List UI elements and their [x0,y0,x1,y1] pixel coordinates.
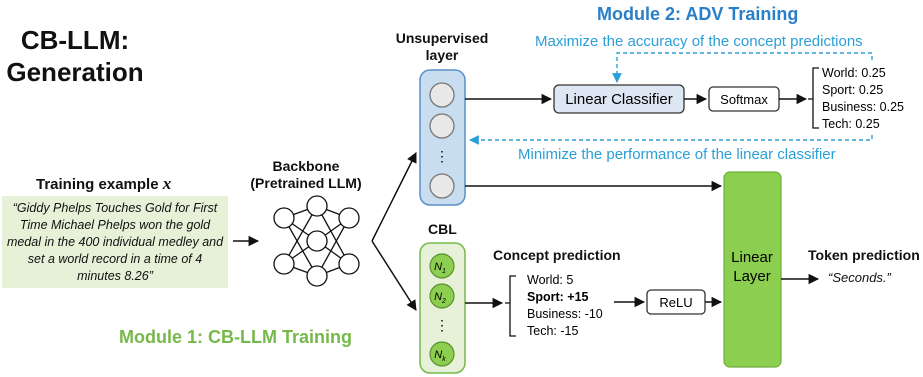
backbone-node [306,195,328,217]
backbone-label-line-1: Backbone [272,158,340,174]
output-item: World: 0.25 [822,66,886,80]
training-example-text: Training example [36,176,159,193]
cbl-neuron-label: N1 [434,261,446,275]
output-item: Business: 0.25 [822,100,904,114]
arrow-backbone-to-cbl [371,240,417,311]
linear-layer-label-line-1: Linear [731,249,773,266]
backbone-label: Backbone (Pretrained LLM) [240,158,372,192]
cbl-label: CBL [428,221,457,237]
page-title: CB-LLM: Generation [0,24,150,88]
backbone-network-icon [273,195,360,287]
cbl-neuron [429,253,455,279]
cbl-dots: ⋮ [435,317,449,333]
unsupervised-node [429,113,455,139]
training-example-label: Training example x [36,174,171,194]
module1-title: Module 1: CB-LLM Training [119,327,352,347]
relu-label: ReLU [659,295,692,310]
output-item: Tech: 0.25 [822,117,880,131]
concepts-bracket [505,275,516,337]
training-example-var: x [162,174,172,193]
linear-layer-label-line-2: Layer [733,268,771,285]
maximize-dashed-arrow [612,52,873,83]
arrow-backbone-to-unsupervised [371,152,417,242]
title-line-2: Generation [6,57,144,87]
token-prediction-value: “Seconds.” [828,270,891,285]
concept-item: Sport: +15 [527,290,589,304]
outputs-bracket [808,67,819,129]
backbone-label-line-2: (Pretrained LLM) [250,175,362,191]
output-item: Sport: 0.25 [822,83,883,97]
softmax-label: Softmax [720,92,768,107]
concept-item: World: 5 [527,273,573,287]
minimize-dashed-arrow [469,135,873,145]
maximize-note: Maximize the accuracy of the concept pre… [535,33,863,50]
cbl-neuron-label: N2 [434,291,446,305]
backbone-node [306,265,328,287]
backbone-node [306,230,328,252]
minimize-note: Minimize the performance of the linear c… [518,146,836,163]
linear-classifier-label: Linear Classifier [565,91,673,108]
backbone-node [338,207,360,229]
training-example-box: “Giddy Phelps Touches Gold for First Tim… [2,196,228,288]
backbone-node [338,253,360,275]
backbone-node [273,207,295,229]
training-example-content: “Giddy Phelps Touches Gold for First Tim… [6,200,224,283]
cbl-neuron [429,341,455,367]
unsupervised-node [429,173,455,199]
cbl-neuron [429,283,455,309]
unsupervised-label-line-1: Unsupervised [395,30,489,46]
title-line-1: CB-LLM: [20,25,130,55]
token-prediction-label: Token prediction [808,247,920,263]
concept-item: Tech: -15 [527,324,578,338]
backbone-node [273,253,295,275]
unsupervised-dots: ⋮ [435,148,449,164]
unsupervised-node [429,82,455,108]
linear-layer-box [723,171,782,368]
unsupervised-label-line-2: layer [425,47,459,63]
module2-title: Module 2: ADV Training [597,4,799,24]
cbl-neuron-label: Nk [434,349,446,363]
concept-prediction-label: Concept prediction [493,247,621,263]
unsupervised-layer-label: Unsupervised layer [383,30,501,64]
concept-item: Business: -10 [527,307,603,321]
